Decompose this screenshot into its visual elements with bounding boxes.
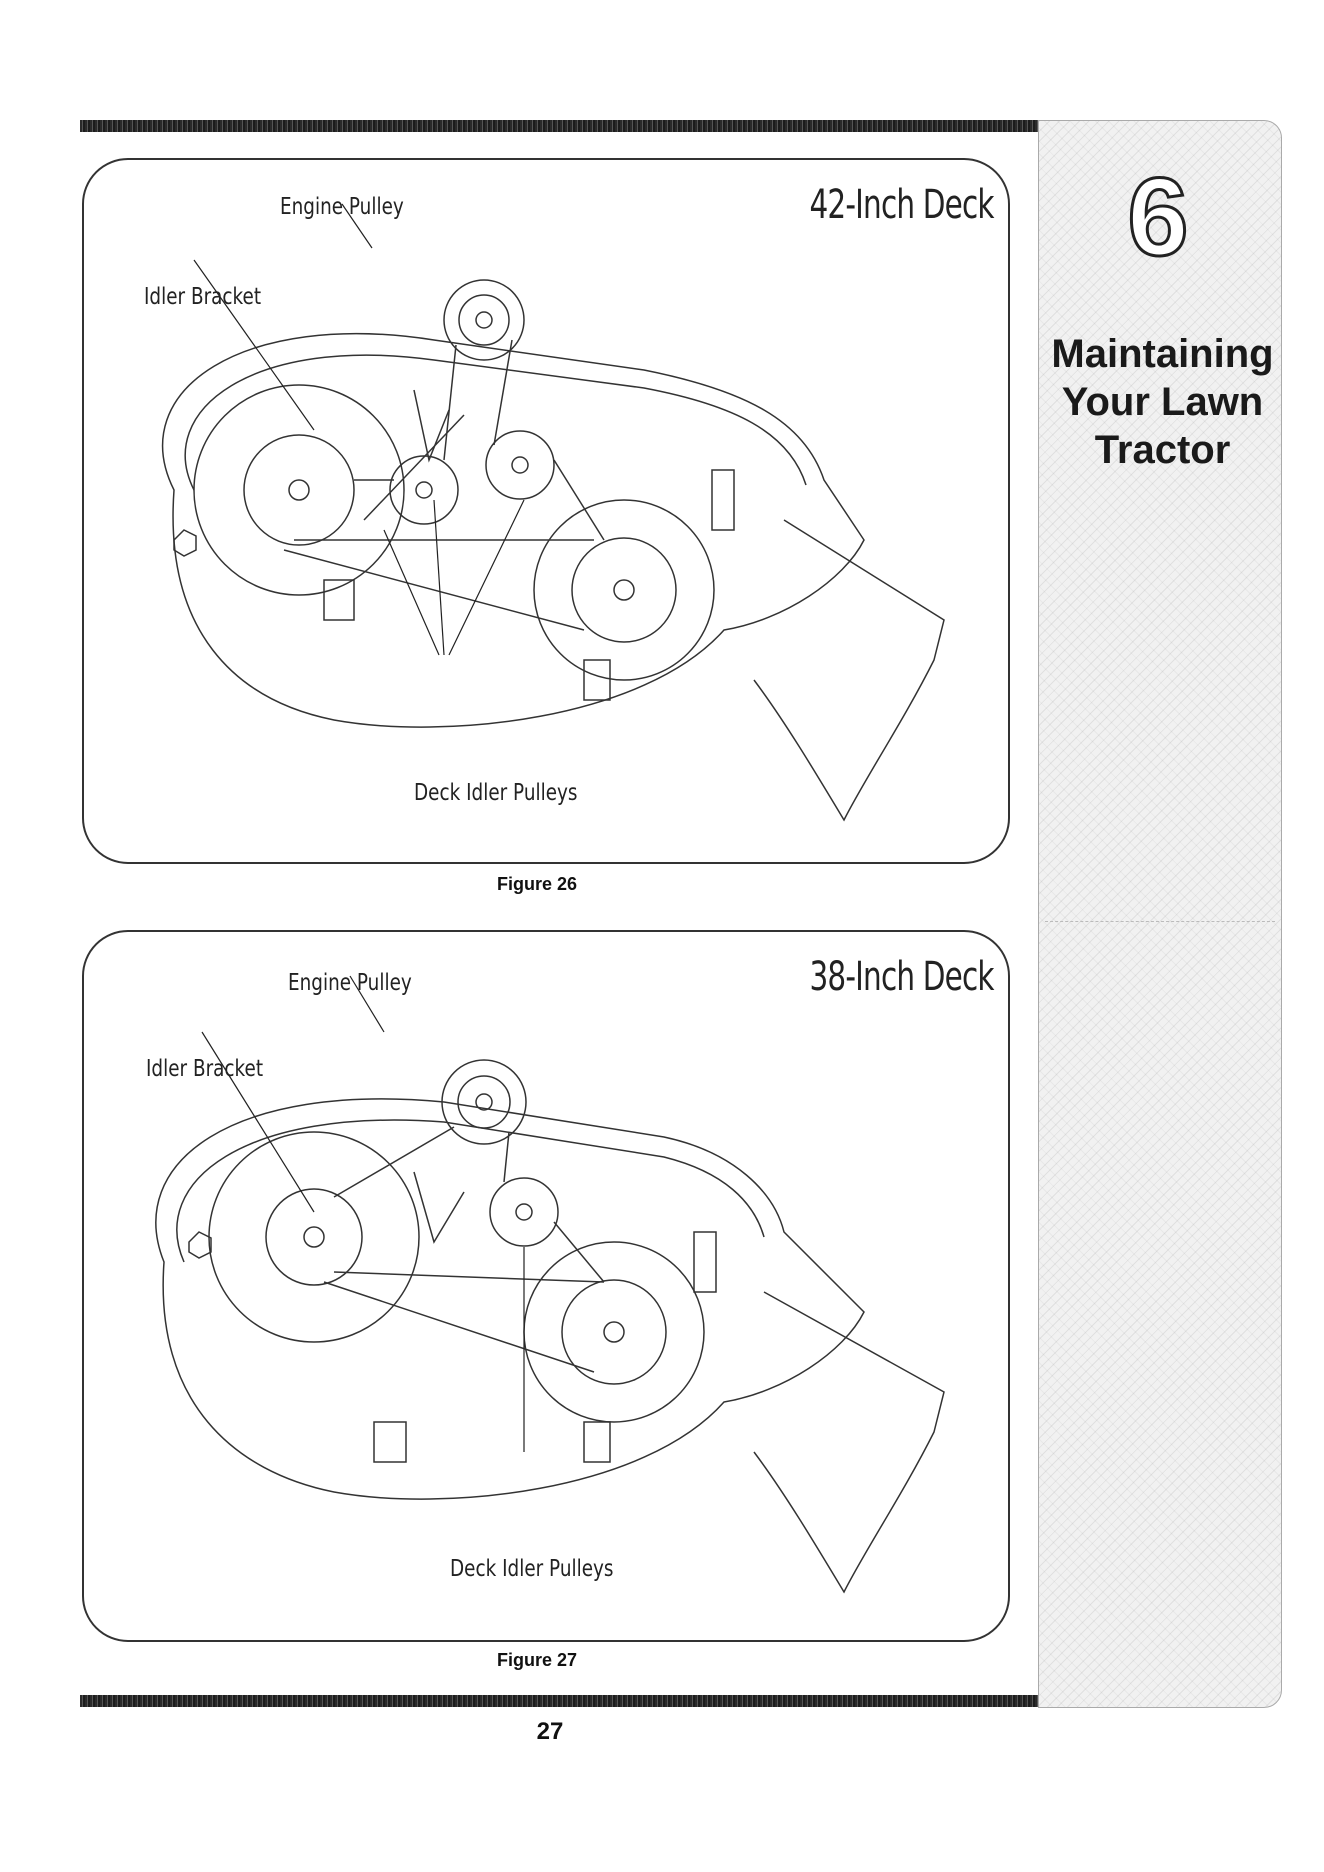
chapter-title: Maintaining Your Lawn Tractor	[1040, 330, 1285, 474]
deck-42-diagram	[84, 160, 1008, 862]
page-number: 27	[520, 1718, 580, 1746]
chapter-title-line-3: Tractor	[1040, 426, 1285, 474]
figure-26-caption: Figure 26	[497, 874, 577, 895]
figure-27-caption: Figure 27	[497, 1650, 577, 1671]
label-idler-bracket: Idler Bracket	[146, 1056, 263, 1082]
figure-26-panel: 42-Inch Deck Engine Pulley Idler Bracket…	[82, 158, 1010, 864]
label-engine-pulley: Engine Pulley	[280, 194, 404, 220]
label-deck-idler-pulleys: Deck Idler Pulleys	[450, 1556, 614, 1582]
leader-deck-idler-2	[434, 500, 444, 655]
leader-deck-idler-1	[384, 530, 439, 655]
label-engine-pulley: Engine Pulley	[288, 970, 412, 996]
tab-divider	[1045, 921, 1275, 922]
chapter-title-line-1: Maintaining	[1040, 330, 1285, 378]
figure-27-panel: 38-Inch Deck Engine Pulley Idler Bracket…	[82, 930, 1010, 1642]
chapter-number: 6	[1114, 163, 1202, 273]
deck-title: 38-Inch Deck	[810, 954, 994, 1000]
leader-deck-idler-3	[449, 500, 524, 655]
deck-title: 42-Inch Deck	[810, 182, 994, 228]
label-idler-bracket: Idler Bracket	[144, 284, 261, 310]
label-deck-idler-pulleys: Deck Idler Pulleys	[414, 780, 578, 806]
top-rule	[80, 120, 1040, 132]
bottom-rule	[80, 1695, 1040, 1707]
chapter-title-line-2: Your Lawn	[1040, 378, 1285, 426]
deck-38-diagram	[84, 932, 1008, 1640]
